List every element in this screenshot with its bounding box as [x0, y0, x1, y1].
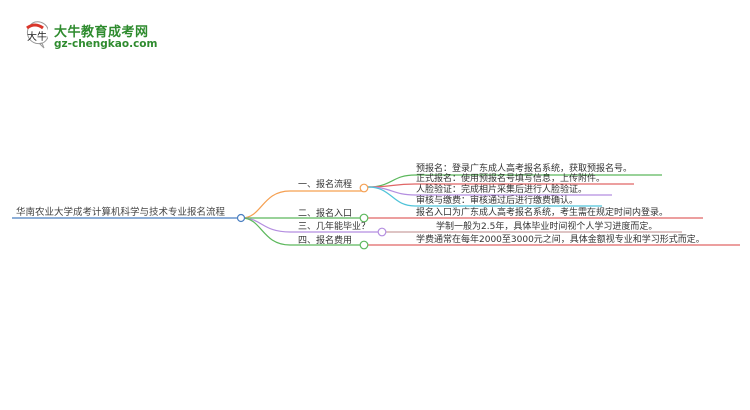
- branch-registration-entry[interactable]: 二、报名入口: [298, 209, 353, 219]
- root-topic[interactable]: 华南农业大学成考计算机科学与技术专业报名流程: [16, 207, 226, 218]
- branch-1-node: [359, 183, 369, 193]
- root-node-circle: [236, 213, 246, 223]
- logo-url: gz-chengkao.com: [54, 38, 158, 50]
- branch-3-node: [377, 227, 387, 237]
- branch-4-node: [359, 240, 369, 250]
- branch-2-node: [359, 213, 369, 223]
- leaf-pre-registration[interactable]: 预报名：登录广东成人高考报名系统，获取预报名号。: [416, 164, 633, 174]
- logo-title: 大牛教育成考网: [54, 25, 149, 40]
- logo: 大牛 大牛教育成考网 gz-chengkao.com: [22, 18, 172, 54]
- leaf-duration-detail[interactable]: 学制一般为2.5年，具体毕业时间视个人学习进度而定。: [436, 222, 658, 232]
- leaf-review-payment[interactable]: 审核与缴费：审核通过后进行缴费确认。: [416, 196, 579, 206]
- branch-registration-process[interactable]: 一、报名流程: [298, 180, 353, 190]
- logo-bull-icon: 大牛: [26, 21, 48, 49]
- branch-graduation-years[interactable]: 三、几年能毕业？: [298, 222, 371, 232]
- branch-registration-fee[interactable]: 四、报名费用: [298, 236, 353, 246]
- leaf-face-verification[interactable]: 人脸验证：完成相片采集后进行人脸验证。: [416, 185, 588, 195]
- leaf-entry-detail[interactable]: 报名入口为广东成人高考报名系统，考生需在规定时间内登录。: [416, 208, 669, 218]
- svg-text:大牛: 大牛: [27, 30, 47, 43]
- leaf-fee-detail[interactable]: 学费通常在每年2000至3000元之间，具体金额视专业和学习形式而定。: [416, 235, 705, 245]
- leaf-formal-registration[interactable]: 正式报名：使用预报名号填写信息，上传附件。: [416, 174, 606, 184]
